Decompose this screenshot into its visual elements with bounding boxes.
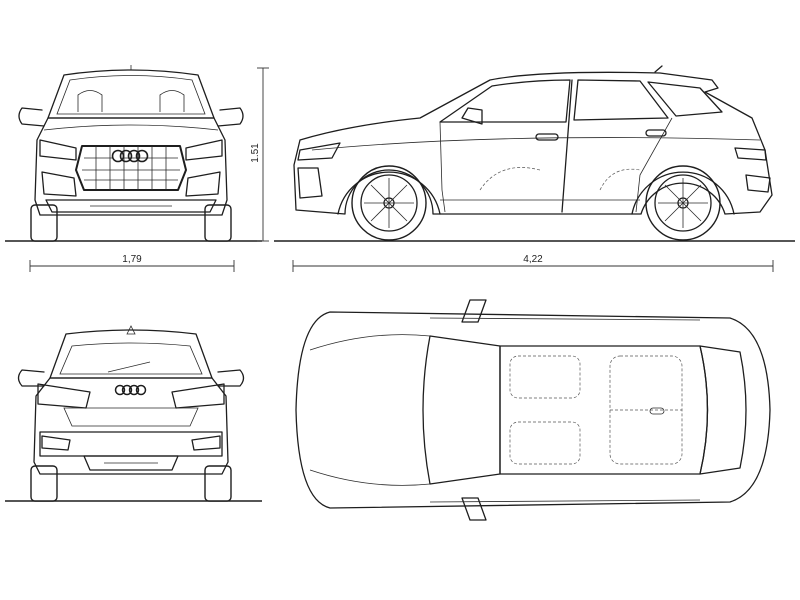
dimension-width (29, 260, 235, 272)
rear-bumper (39, 431, 223, 457)
rear-diffuser (83, 455, 179, 471)
front-right-tyre (204, 204, 232, 242)
side-rear-bumper (745, 174, 771, 193)
side-front-arch (337, 171, 441, 215)
top-view (295, 299, 771, 521)
side-grille (297, 167, 323, 199)
rear-antenna-fin (126, 325, 136, 335)
rear-reflector-right (191, 435, 221, 451)
front-headlight-right (185, 139, 223, 161)
top-door-line-lower (429, 499, 701, 503)
front-roof (47, 69, 215, 119)
rear-reflector-left (41, 435, 71, 451)
side-front-wheel (351, 165, 427, 241)
side-body (293, 71, 773, 215)
side-rear-wheel (645, 165, 721, 241)
rear-brand-rings (114, 384, 147, 396)
front-brand-rings (111, 149, 149, 163)
rear-mirror-left (17, 369, 45, 387)
side-mirror (461, 107, 483, 125)
front-mirror-left (18, 107, 45, 127)
top-hood-right (309, 469, 431, 486)
dimension-length (292, 260, 774, 272)
rear-view (17, 325, 245, 502)
top-interior-seats (509, 355, 683, 465)
dimension-height (257, 67, 269, 242)
side-shoulder-line (311, 137, 761, 151)
side-b-pillar (561, 79, 573, 213)
dimension-length-label: 4,22 (523, 254, 543, 265)
front-intake-left (41, 171, 77, 197)
rear-tailgate-line (63, 407, 199, 427)
rear-wiper (107, 361, 151, 373)
front-body (34, 117, 228, 216)
dimension-width-label: 1,79 (122, 254, 142, 265)
rear-window (59, 342, 203, 375)
front-mirror-right (217, 107, 244, 127)
rear-mirror-right (217, 369, 245, 387)
side-rear-arch (631, 171, 735, 215)
rear-body (33, 377, 229, 475)
front-hood-line (43, 124, 219, 131)
side-view (293, 65, 773, 241)
rear-tail-light-right (171, 383, 225, 409)
side-front-door-line (439, 121, 446, 213)
front-windshield (56, 75, 206, 115)
front-headlight-left (39, 139, 77, 161)
top-hood-left (309, 334, 431, 351)
front-left-tyre (30, 204, 58, 242)
top-mirror-lower (461, 497, 487, 521)
front-seat-left (77, 90, 103, 112)
top-rear-badge (649, 407, 665, 415)
side-rear-window (573, 79, 669, 121)
top-body (295, 311, 771, 509)
rear-left-tyre (30, 465, 58, 502)
front-intake-right (185, 171, 221, 197)
top-door-line-upper (429, 317, 701, 321)
top-windshield (422, 335, 501, 485)
side-tail-light (734, 147, 767, 161)
front-seat-right (159, 90, 185, 112)
side-front-door-handle (535, 133, 559, 141)
rear-tail-light-left (37, 383, 91, 409)
top-rear-window (699, 345, 747, 475)
side-interior-seats (479, 167, 641, 191)
front-grille-mesh (82, 146, 180, 190)
side-quarter-window (647, 81, 723, 117)
rear-roof (49, 329, 213, 379)
rear-right-tyre (204, 465, 232, 502)
side-headlight (297, 142, 341, 161)
front-lower-bumper (45, 199, 217, 213)
front-view (18, 65, 244, 242)
side-front-window (439, 79, 571, 123)
side-rear-door-handle (645, 129, 667, 137)
front-grille (75, 145, 187, 191)
top-mirror-upper (461, 299, 487, 323)
side-antenna (654, 65, 663, 73)
dimension-height-label: 1.51 (250, 143, 261, 163)
